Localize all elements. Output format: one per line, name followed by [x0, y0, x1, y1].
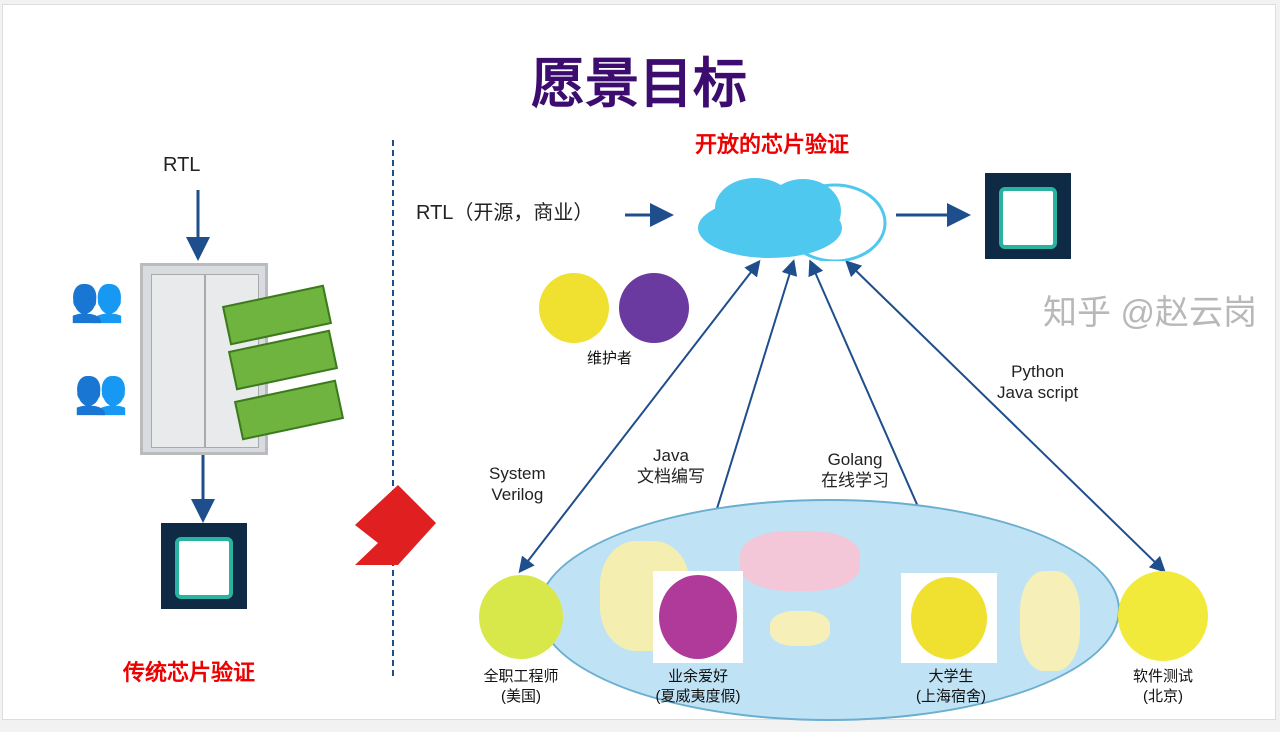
rtl-label: RTL [163, 154, 201, 176]
person-label: 大学生 (上海宿舍) [899, 667, 1003, 707]
link-label-line: Java script [997, 383, 1079, 402]
world-map [538, 499, 1120, 721]
person-role: 大学生 [928, 668, 974, 685]
slide: 愿景目标 RTL 👥 👥 传统芯片验证 开放的芯片验证 RTL（开源，商业） 维… [2, 4, 1276, 721]
chip-icon [161, 523, 247, 609]
open-caption: 开放的芯片验证 [695, 132, 850, 157]
maintainer-avatar [619, 273, 689, 343]
people-group-icon: 👥 [73, 367, 129, 416]
avatar-frame [653, 571, 743, 663]
slide-title: 愿景目标 [531, 54, 747, 114]
link-label-line: System [489, 464, 546, 483]
person-place: (美国) [501, 688, 541, 705]
maintainer-avatar [539, 273, 609, 343]
link-label-line: Java [653, 446, 689, 465]
maintainer-label: 维护者 [587, 350, 633, 367]
cloud-icon [698, 178, 887, 261]
link-label-line: Python [1011, 362, 1065, 381]
link-label: Java 文档编写 [637, 445, 705, 487]
person-label: 全职工程师 (美国) [469, 667, 573, 707]
traditional-caption: 传统芯片验证 [123, 660, 256, 685]
tester-avatar [1118, 571, 1208, 661]
chip-icon [985, 173, 1071, 259]
rtl-open-label: RTL（开源，商业） [416, 202, 594, 224]
watermark: 知乎 @赵云岗 [1043, 294, 1257, 332]
people-group-icon: 👥 [69, 275, 125, 324]
person-place: (上海宿舍) [916, 688, 986, 705]
person-role: 软件测试 [1132, 668, 1193, 685]
link-arrow [845, 260, 1166, 573]
person-role: 业余爱好 [667, 668, 728, 685]
person-place: (北京) [1143, 688, 1183, 705]
person-label: 软件测试 (北京) [1113, 667, 1213, 707]
student-avatar [911, 577, 987, 659]
big-arrow-icon [355, 485, 436, 565]
person-role: 全职工程师 [483, 668, 559, 685]
link-label-line: 文档编写 [637, 467, 705, 486]
person-label: 业余爱好 (夏威夷度假) [643, 667, 753, 707]
link-label: Golang 在线学习 [821, 449, 889, 491]
engineer-avatar [479, 575, 563, 659]
avatar-frame [901, 573, 997, 663]
link-label-line: Golang [827, 450, 883, 469]
person-place: (夏威夷度假) [655, 688, 741, 705]
hobbyist-avatar [659, 575, 737, 659]
link-label-line: 在线学习 [821, 471, 889, 490]
link-label-line: Verilog [491, 485, 544, 504]
